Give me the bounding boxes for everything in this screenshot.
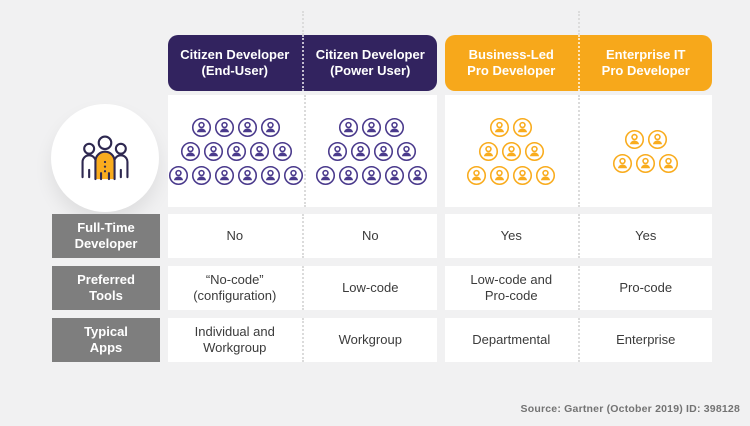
person-icon-row [191,117,281,138]
person-icon [361,117,382,137]
person-icon [373,141,393,161]
population-enterprise-it-pro [577,95,713,207]
person-icon [272,141,292,161]
cell-tools-citizen-end-user: “No-code” (configuration) [193,271,277,303]
dotted-guide-line [302,11,304,35]
cell-tools-enterprise-it-pro: Pro-code [577,266,713,310]
cell-apps-enterprise-it-pro: Enterprise [577,318,713,362]
person-icon [327,141,347,161]
people-group-badge [51,104,159,212]
person-icon [613,153,633,173]
person-icon [407,165,428,185]
person-icon [384,165,405,185]
person-icon-row [338,117,405,138]
row-label-full-time-developer: Full-Time Developer [52,214,160,258]
cell-full-time-citizen-end-user: No [226,227,244,243]
cell-full-time-enterprise-it-pro: Yes [577,214,713,258]
column-header-business-led-pro-developer: Business-Led Pro Developer [467,46,556,78]
person-icon [513,165,533,185]
cell-apps-business-led-pro: Departmental [472,331,551,347]
person-icon [384,117,405,137]
cell-tools-citizen-power-user: Low-code [301,266,438,310]
person-icon [490,165,510,185]
row-tools-pro-group: Low-code and Pro-code Pro-code [445,266,712,310]
person-icon [191,117,212,137]
column-header-enterprise-it-pro-developer: Enterprise IT Pro Developer [577,35,713,91]
person-icon [467,165,487,185]
person-icon [524,141,544,161]
person-icon [203,141,223,161]
person-icon [237,165,258,185]
dotted-guide-line [578,11,580,35]
person-icon-row [168,165,304,186]
cell-tools-business-led-pro: Low-code and Pro-code [470,271,553,303]
person-icon [191,165,212,185]
row-full-time-pro-group: Yes Yes [445,214,712,258]
person-icon-row [180,141,293,162]
population-panel-pro [445,95,712,207]
person-icon [315,165,336,185]
person-icon-row [315,165,428,186]
person-icon [214,117,235,137]
person-icon [396,141,416,161]
row-tools-citizen-group: “No-code” (configuration) Low-code [168,266,437,310]
person-icon [260,117,281,137]
cell-apps-citizen-end-user: Individual and Workgroup [194,323,275,355]
row-label-preferred-tools: Preferred Tools [52,266,160,310]
row-apps-pro-group: Departmental Enterprise [445,318,712,362]
person-icon [636,153,656,173]
population-business-led-pro [445,95,578,207]
population-citizen-end-user [168,95,304,207]
person-icon [237,117,258,137]
column-header-citizen-developer-power-user: Citizen Developer (Power User) [301,35,438,91]
person-icon-row [327,141,417,162]
population-panel-citizen [168,95,437,207]
header-group-citizen-developers: Citizen Developer (End-User) Citizen Dev… [168,35,437,91]
person-icon [478,141,498,161]
person-icon [624,129,644,149]
person-icon [283,165,304,185]
person-icon [350,141,370,161]
source-note: Source: Gartner (October 2019) ID: 39812… [520,403,740,415]
cell-full-time-business-led-pro: Yes [500,227,522,243]
person-icon [536,165,556,185]
person-icon [226,141,246,161]
person-icon [168,165,189,185]
person-icon [361,165,382,185]
person-icon [490,117,510,137]
person-icon [501,141,521,161]
person-icon [260,165,281,185]
person-icon-row [489,117,533,138]
population-citizen-power-user [304,95,437,207]
row-label-typical-apps: Typical Apps [52,318,160,362]
person-icon-row [478,141,545,162]
person-icon [180,141,200,161]
person-icon [659,153,679,173]
person-icon-row [612,153,679,174]
person-icon [647,129,667,149]
person-icon-row [624,129,668,150]
person-icon-row [466,165,556,186]
person-icon [214,165,235,185]
person-icon [249,141,269,161]
column-header-citizen-developer-end-user: Citizen Developer (End-User) [180,46,290,78]
row-full-time-citizen-group: No No [168,214,437,258]
people-group-icon [81,135,129,181]
header-group-pro-developers: Business-Led Pro Developer Enterprise IT… [445,35,712,91]
row-apps-citizen-group: Individual and Workgroup Workgroup [168,318,437,362]
cell-apps-citizen-power-user: Workgroup [301,318,438,362]
cell-full-time-citizen-power-user: No [301,214,438,258]
person-icon [338,165,359,185]
person-icon [338,117,359,137]
person-icon [513,117,533,137]
